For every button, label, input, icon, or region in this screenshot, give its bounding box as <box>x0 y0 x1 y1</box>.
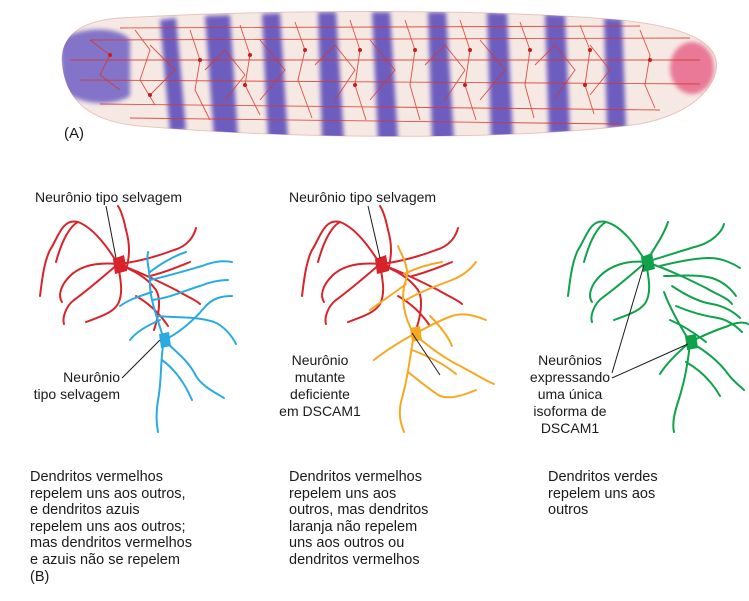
col2-caption-line-6: dendritos vermelhos <box>289 552 428 569</box>
col1-side-label: Neurônio tipo selvagem <box>20 369 120 403</box>
col2-caption-line-4: laranja não repelem <box>289 519 428 536</box>
neuron-orange-2 <box>370 246 494 432</box>
col1-caption-line-1: Dendritos vermelhos <box>30 469 192 486</box>
col1-caption-line-4: repelem uns aos outros; <box>30 519 192 536</box>
col1-caption-line-6: e azuis não se repelem <box>30 552 192 569</box>
col2-caption-line-2: repelem uns aos <box>289 486 428 503</box>
col2-side-label: Neurônio mutante deficiente em DSCAM1 <box>268 352 372 420</box>
col2-side-line-1: Neurônio <box>268 352 372 369</box>
larva-body <box>60 12 716 141</box>
col1-side-line-1: Neurônio <box>20 369 120 386</box>
col2-caption: Dendritos vermelhos repelem uns aos outr… <box>289 469 428 568</box>
col1-caption-line-5: mas dendritos vermelhos <box>30 535 192 552</box>
col1-side-line-2: tipo selvagem <box>20 386 120 403</box>
col2-caption-line-5: uns aos outros ou <box>289 535 428 552</box>
col3-caption-line-3: outros <box>548 502 658 519</box>
col2-caption-line-1: Dendritos vermelhos <box>289 469 428 486</box>
col2-caption-line-3: outros, mas dendritos <box>289 502 428 519</box>
col2-top-label: Neurônio tipo selvagem <box>289 189 436 206</box>
panel-b-label: (B) <box>30 569 49 586</box>
col1-caption-line-2: repelem uns aos outros, <box>30 486 192 503</box>
neuron-blue-1 <box>120 252 236 432</box>
col3-caption-line-1: Dendritos verdes <box>548 469 658 486</box>
col2-side-line-3: deficiente <box>268 386 372 403</box>
panel-a-label: (A) <box>64 125 84 142</box>
col3-caption-line-2: repelem uns aos <box>548 486 658 503</box>
col3-side-label: Neurônios expressando uma única isoforma… <box>520 352 620 437</box>
col3-side-line-4: isoforma de <box>520 403 620 420</box>
col3-caption: Dendritos verdes repelem uns aos outros <box>548 469 658 519</box>
col2-side-line-4: em DSCAM1 <box>268 403 372 420</box>
col3-side-line-5: DSCAM1 <box>520 420 620 437</box>
col3-side-line-1: Neurônios <box>520 352 620 369</box>
col1-caption-line-3: e dendritos azuis <box>30 502 192 519</box>
col3-side-line-3: uma única <box>520 386 620 403</box>
col3-side-line-2: expressando <box>520 369 620 386</box>
col1-caption: Dendritos vermelhos repelem uns aos outr… <box>30 469 192 568</box>
col1-top-label: Neurônio tipo selvagem <box>35 189 182 206</box>
col2-side-line-2: mutante <box>268 369 372 386</box>
